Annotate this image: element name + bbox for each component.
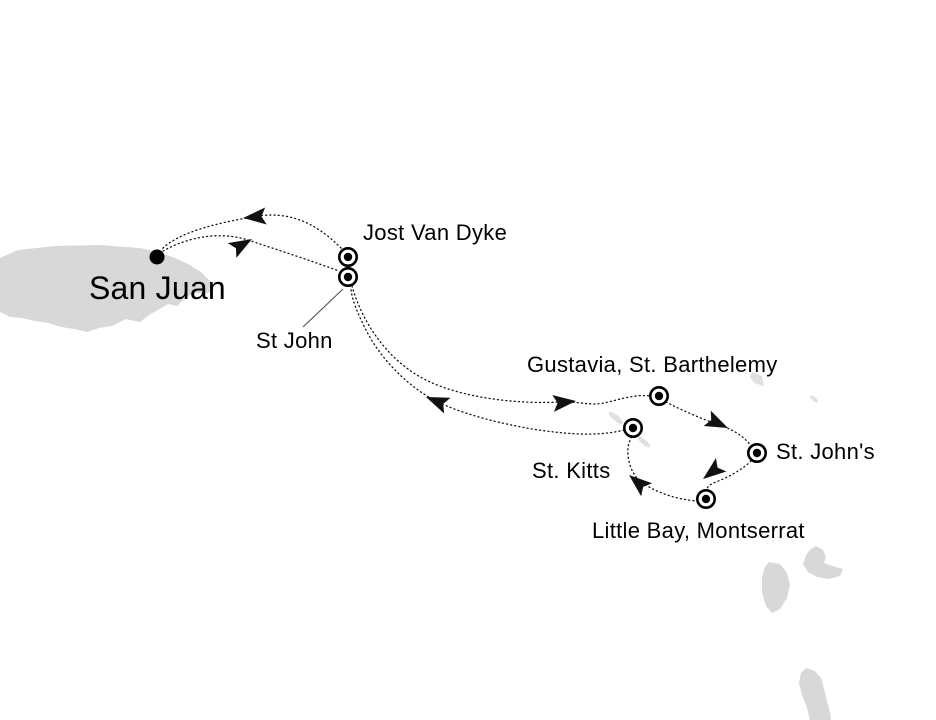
port-label-st-johns: St. John's [776,439,875,464]
port-label-st-john: St John [256,328,333,353]
arrowhead-to-gustavia [552,394,576,412]
port-marker-gustavia [648,385,669,406]
port-marker-san-juan [149,249,165,265]
islet-near-st-kitts [637,436,651,448]
islet-st-barthelemy [750,372,764,386]
islet-near-gustavia [608,411,624,425]
port-label-gustavia: Gustavia, St. Barthelemy [527,352,778,377]
landmass-puerto-rico [0,245,214,332]
arrow-group [227,207,728,497]
arrowhead-return-sanjuan [243,207,267,225]
islet-barbuda [809,395,819,403]
landmass-island-dominica [762,562,790,613]
landmass-island-martinique [799,668,831,720]
route-leg-gustavia-to-stjohns [665,401,752,447]
arrowhead-to-stjohns [703,410,728,428]
port-marker-st-kitts [622,417,643,438]
arrowhead-return-to-stjohn [426,397,451,414]
arrowhead-outbound-sanjuan [227,239,252,258]
route-leg-jostvandyke-to-sanjuan [160,214,342,251]
port-label-little-bay: Little Bay, Montserrat [592,518,805,543]
stjohn-label-pointer-line [302,288,344,328]
route-leg-stjohn-to-gustavia [351,285,652,405]
port-marker-st-john [337,266,358,287]
port-marker-group [149,247,767,509]
route-leg-stjohns-to-littlebay [705,460,752,492]
port-marker-st-johns [746,442,767,463]
arrowhead-to-littlebay [703,458,727,479]
port-marker-little-bay [695,488,716,509]
port-label-jost-van-dyke: Jost Van Dyke [363,220,508,245]
landmass-island-guadeloupe [803,546,843,579]
landmass-group [0,245,843,720]
arrowhead-to-stkitts [629,475,653,497]
port-label-st-kitts: St. Kitts [532,458,611,483]
port-label-san-juan: San Juan [89,270,226,306]
port-marker-jost-van-dyke [337,247,358,268]
route-leg-littlebay-to-stkitts [627,435,699,502]
